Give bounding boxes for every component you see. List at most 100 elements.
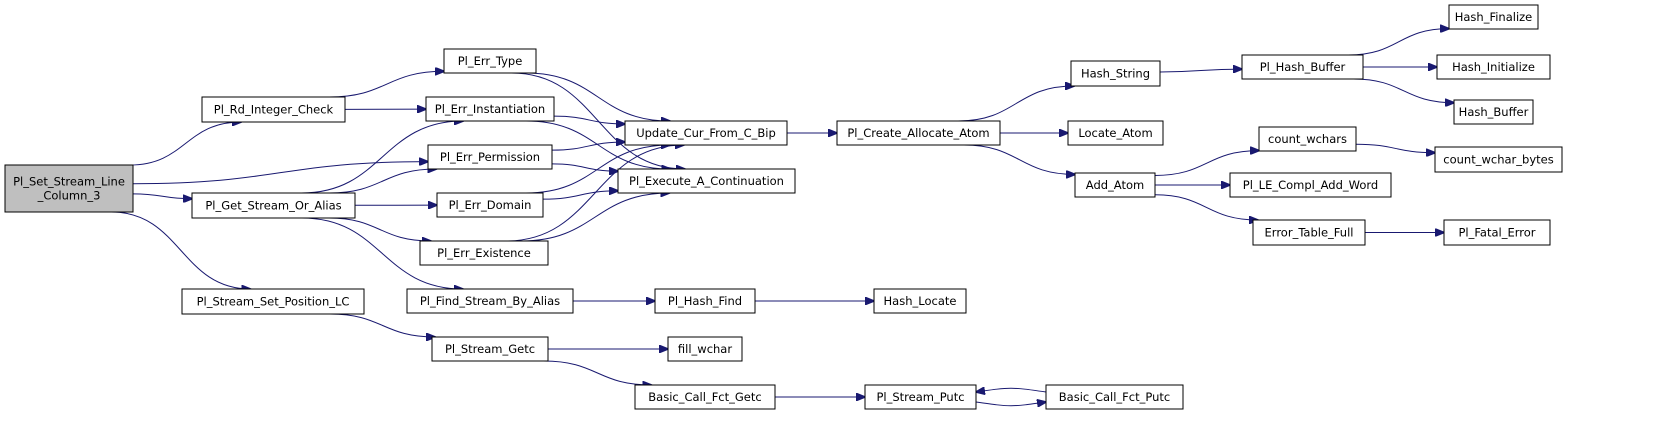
node-label: Hash_Buffer: [1459, 105, 1529, 119]
node-box: [1074, 172, 1156, 198]
node-create_atom[interactable]: Pl_Create_Allocate_Atom: [836, 120, 1001, 146]
node-hash_buffer[interactable]: Pl_Hash_Buffer: [1241, 54, 1364, 80]
node-box: [181, 288, 365, 315]
nodes-layer: Pl_Set_Stream_Line_Column_3 Pl_Rd_Integer…: [4, 4, 1563, 410]
node-err_perm[interactable]: Pl_Err_Permission: [427, 144, 553, 170]
node-label: Add_Atom: [1086, 178, 1144, 192]
node-err_table[interactable]: Error_Table_Full: [1252, 219, 1366, 246]
node-locate_atom[interactable]: Locate_Atom: [1067, 120, 1164, 146]
node-box: [1070, 60, 1161, 87]
node-err_inst[interactable]: Pl_Err_Instantiation: [425, 96, 555, 122]
node-find_alias[interactable]: Pl_Find_Stream_By_Alias: [406, 288, 574, 314]
node-getc[interactable]: Pl_Stream_Getc: [431, 336, 549, 362]
node-exec_cont[interactable]: Pl_Execute_A_Continuation: [617, 168, 796, 194]
node-label: Basic_Call_Fct_Getc: [648, 390, 761, 404]
node-box: [1434, 146, 1563, 173]
node-err_exist[interactable]: Pl_Err_Existence: [419, 240, 549, 266]
edge-create_atom-to-add_atom: [963, 144, 1075, 174]
node-label: Error_Table_Full: [1265, 226, 1354, 240]
node-box: [1045, 384, 1184, 410]
node-box: [4, 164, 134, 213]
node-root[interactable]: Pl_Set_Stream_Line_Column_3: [4, 164, 134, 213]
node-box: [1252, 219, 1366, 246]
edge-count_wchars-to-count_wchar_bytes: [1355, 143, 1435, 152]
node-box: [419, 240, 549, 266]
edge-err_dom-to-exec_cont: [542, 191, 618, 200]
node-label: Pl_Hash_Find: [668, 294, 742, 308]
node-label: Hash_String: [1081, 67, 1150, 81]
node-fill_wchar[interactable]: fill_wchar: [667, 336, 743, 362]
node-hash_string[interactable]: Hash_String: [1070, 60, 1161, 87]
node-box: [436, 192, 544, 218]
node-box: [836, 120, 1001, 146]
node-hash_locate[interactable]: Hash_Locate: [873, 288, 967, 314]
edge-getc-to-basic_getc: [543, 360, 652, 385]
node-hash_find[interactable]: Pl_Hash_Find: [654, 288, 756, 314]
edge-putc-to-basic_putc: [975, 402, 1046, 406]
node-fatal[interactable]: Pl_Fatal_Error: [1443, 219, 1551, 246]
edge-get_stream-to-err_perm: [329, 169, 436, 194]
node-box: [617, 168, 796, 194]
node-le_compl[interactable]: Pl_LE_Compl_Add_Word: [1229, 172, 1392, 198]
node-basic_putc[interactable]: Basic_Call_Fct_Putc: [1045, 384, 1184, 410]
node-box: [406, 288, 574, 314]
edge-get_stream-to-err_exist: [328, 217, 431, 241]
edge-get_stream-to-err_inst: [301, 121, 464, 194]
edge-err_perm-to-update_cur: [551, 142, 625, 151]
edge-err_inst-to-update_cur: [553, 115, 625, 124]
node-label: count_wchar_bytes: [1443, 153, 1553, 167]
node-box: [624, 120, 788, 146]
node-label: Pl_LE_Compl_Add_Word: [1243, 178, 1378, 192]
node-label: Pl_Err_Instantiation: [435, 102, 545, 116]
edge-err_type-to-exec_cont: [511, 72, 685, 169]
edge-hash_buffer-to-h_finalize: [1348, 29, 1449, 56]
node-h_finalize[interactable]: Hash_Finalize: [1448, 4, 1539, 30]
node-label: Pl_Hash_Buffer: [1260, 60, 1346, 74]
edge-root-to-err_perm: [132, 162, 428, 185]
node-box: [667, 336, 743, 362]
node-count_wchars[interactable]: count_wchars: [1258, 126, 1357, 152]
node-label: Pl_Stream_Set_Position_LC: [197, 295, 350, 309]
node-label: Pl_Stream_Putc: [876, 390, 964, 404]
node-add_atom[interactable]: Add_Atom: [1074, 172, 1156, 198]
node-label: Pl_Err_Permission: [440, 150, 540, 164]
node-box: [1067, 120, 1164, 146]
edge-err_dom-to-update_cur: [525, 145, 670, 194]
node-basic_getc[interactable]: Basic_Call_Fct_Getc: [634, 384, 776, 410]
edge-err_type-to-update_cur: [525, 72, 670, 121]
node-box: [443, 48, 537, 74]
node-count_wchar_bytes[interactable]: count_wchar_bytes: [1434, 146, 1563, 173]
node-set_pos[interactable]: Pl_Stream_Set_Position_LC: [181, 288, 365, 315]
node-err_type[interactable]: Pl_Err_Type: [443, 48, 537, 74]
node-box: [1443, 219, 1551, 246]
node-label: Pl_Execute_A_Continuation: [629, 174, 784, 188]
edge-create_atom-to-hash_string: [958, 86, 1074, 122]
node-label: Pl_Err_Existence: [437, 246, 531, 260]
node-box: [1448, 4, 1539, 30]
node-label: Pl_Fatal_Error: [1458, 226, 1535, 240]
node-err_dom[interactable]: Pl_Err_Domain: [436, 192, 544, 218]
node-get_stream[interactable]: Pl_Get_Stream_Or_Alias: [191, 192, 356, 219]
node-putc[interactable]: Pl_Stream_Putc: [864, 384, 977, 410]
edge-basic_putc-to-putc: [976, 388, 1047, 392]
node-h_init[interactable]: Hash_Initialize: [1436, 54, 1551, 80]
edge-root-to-set_pos: [111, 211, 250, 289]
node-box: [201, 96, 346, 123]
edge-root-to-get_stream: [132, 193, 192, 199]
edges-layer: [111, 29, 1454, 406]
edge-err_exist-to-exec_cont: [521, 193, 669, 242]
node-label: Pl_Find_Stream_By_Alias: [420, 294, 560, 308]
node-box: [634, 384, 776, 410]
node-h_buffer[interactable]: Hash_Buffer: [1453, 99, 1534, 125]
node-label: count_wchars: [1268, 132, 1347, 146]
node-label: Pl_Err_Type: [458, 54, 523, 68]
node-update_cur[interactable]: Update_Cur_From_C_Bip: [624, 120, 788, 146]
node-rd_int[interactable]: Pl_Rd_Integer_Check: [201, 96, 346, 123]
node-box: [1436, 54, 1551, 80]
node-label: Pl_Set_Stream_Line: [13, 175, 125, 189]
node-label: fill_wchar: [678, 342, 732, 356]
node-box: [1258, 126, 1357, 152]
node-label: Basic_Call_Fct_Putc: [1059, 390, 1170, 404]
node-box: [654, 288, 756, 314]
